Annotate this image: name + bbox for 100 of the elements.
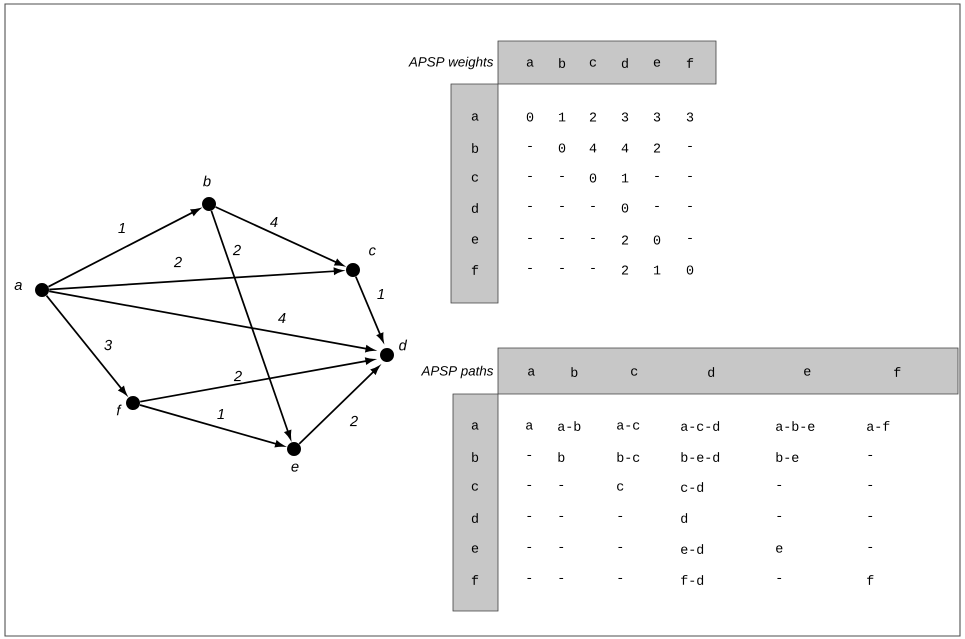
label: f: [472, 265, 478, 275]
edge-label: 1: [116, 222, 128, 234]
table-value: -: [868, 454, 872, 456]
label: d: [472, 513, 478, 523]
edge-label: 1: [376, 288, 386, 300]
table-value: a-c-d: [681, 421, 720, 431]
graph-vertex: c: [346, 247, 376, 277]
label: e: [472, 545, 478, 553]
table-value: b-e-d: [681, 452, 720, 462]
table-value: 3: [622, 112, 628, 122]
table-value: -: [591, 206, 595, 207]
table-value: b: [558, 452, 564, 462]
arrow: [140, 358, 374, 403]
table-value: f: [867, 575, 874, 585]
label: c: [590, 59, 596, 67]
arrow: [215, 206, 344, 266]
label: b: [571, 367, 578, 377]
label: a: [472, 113, 479, 121]
column-header-band: a b c d e f: [498, 40, 716, 84]
table-value: 0: [654, 235, 660, 245]
table-value: -: [688, 176, 692, 177]
table-title: APSP paths: [420, 366, 494, 378]
table-value: -: [528, 146, 532, 147]
arrow: [298, 366, 380, 445]
node-label: a: [14, 282, 22, 290]
edge-label: 4: [268, 216, 280, 228]
row-header-band: a b c d e f: [450, 84, 498, 304]
table-value: -: [559, 578, 564, 579]
edge-label: 2: [348, 414, 360, 428]
table-value: e-d: [681, 544, 704, 554]
table-value: -: [591, 268, 595, 269]
table-value: -: [560, 238, 564, 239]
table-value: -: [868, 484, 872, 486]
table-value: -: [527, 516, 532, 517]
table-value: -: [528, 238, 532, 239]
table-value: -: [528, 176, 532, 177]
table-value: 0: [526, 112, 534, 122]
label: f: [472, 575, 478, 585]
table-value: 2: [622, 236, 628, 244]
table-value: -: [688, 146, 692, 147]
table-value: -: [527, 484, 532, 486]
table-value: -: [655, 206, 659, 207]
table-value: 3: [654, 112, 660, 122]
graph-vertex: e: [287, 442, 301, 472]
label: c: [631, 368, 638, 376]
edge-label: 2: [232, 370, 244, 382]
label: a: [528, 368, 535, 376]
edge-label: 3: [102, 338, 114, 352]
arrow: [210, 210, 292, 440]
node-label: b: [203, 176, 211, 186]
table-value: 2: [654, 144, 660, 152]
label: c: [472, 174, 478, 182]
table-value: -: [655, 176, 659, 177]
table-value: c-d: [681, 482, 704, 492]
label: d: [622, 58, 628, 68]
label: d: [472, 203, 478, 213]
table-value: -: [618, 578, 622, 579]
table-value: b-c: [617, 452, 640, 462]
edge-label: 1: [216, 408, 226, 420]
table-value: -: [777, 516, 782, 517]
graph-vertex: d: [380, 340, 408, 362]
table-value: 0: [622, 203, 628, 213]
table-value: a-f: [867, 421, 890, 431]
label: b: [472, 143, 478, 153]
label: e: [472, 236, 478, 244]
node-label: d: [399, 340, 408, 350]
table-value: -: [868, 516, 872, 517]
table-value: 2: [622, 266, 628, 274]
table-value: 1: [622, 174, 628, 182]
edge-label: 4: [276, 312, 288, 324]
table-value: -: [618, 546, 622, 548]
table-value: -: [527, 454, 532, 456]
graph-vertex: a: [14, 282, 49, 297]
table-value: 0: [686, 265, 694, 275]
table-value: e: [776, 545, 782, 553]
label: d: [708, 367, 714, 377]
table-value: 1: [654, 266, 660, 274]
label: e: [804, 368, 810, 376]
node-label: c: [369, 247, 376, 256]
table-value: -: [559, 484, 564, 486]
row-header-band: a b c d e f: [452, 394, 498, 612]
table-value: -: [777, 484, 782, 486]
table-value: a: [526, 422, 533, 430]
table-value: 3: [686, 112, 694, 122]
table-value: d: [681, 513, 688, 523]
table-value: 1: [558, 112, 566, 122]
table-value: 0: [558, 143, 566, 153]
table-value: a-b-e: [776, 421, 814, 431]
arrow: [49, 268, 343, 290]
table-value: 4: [622, 144, 628, 152]
arrow: [46, 295, 127, 396]
arrow: [140, 404, 284, 448]
table-value: 2: [590, 112, 596, 122]
table-value: b-e: [776, 452, 798, 462]
label: b: [472, 452, 478, 462]
table-value: a-b: [558, 421, 580, 431]
table-value: -: [560, 176, 564, 177]
table-value: -: [777, 578, 782, 579]
table-value: -: [688, 206, 692, 207]
table-value: -: [560, 268, 564, 269]
